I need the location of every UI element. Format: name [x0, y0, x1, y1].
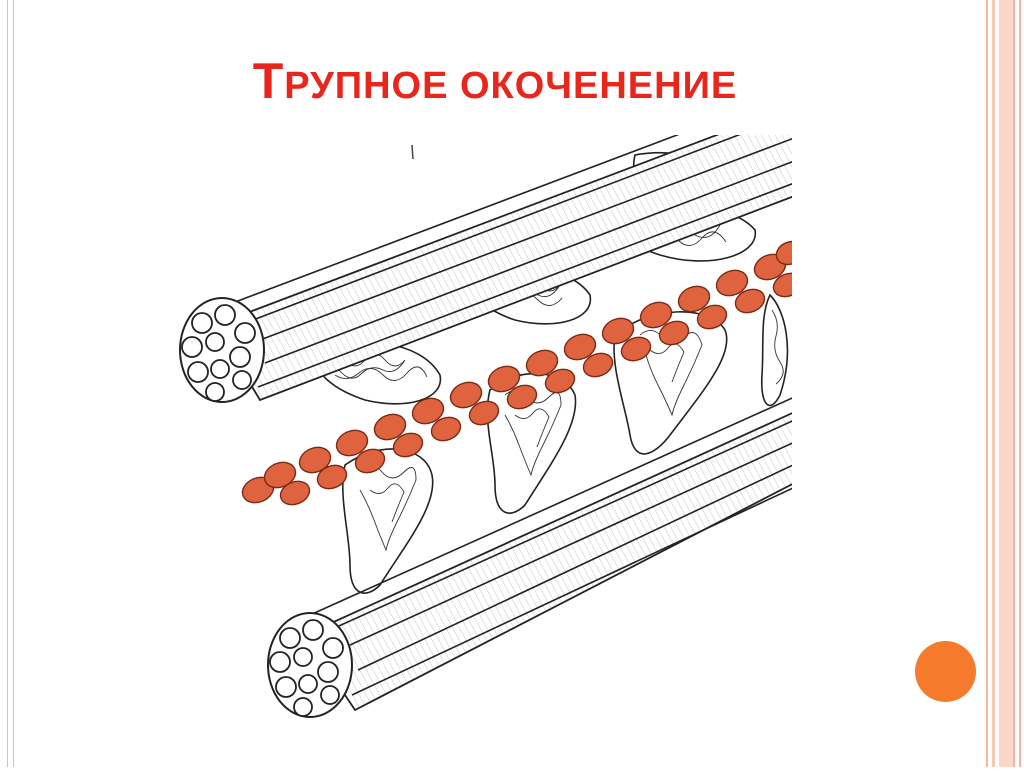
thick-filament-lower-cross-section [269, 619, 344, 717]
thick-filament-lower [267, 397, 792, 718]
thick-filament-upper-cross-section [181, 304, 256, 402]
rigor-mortis-diagram [170, 135, 800, 725]
frame-stripes [986, 0, 1021, 767]
slide-title-first-letter: Т [252, 53, 285, 109]
slide-frame-right [986, 0, 1024, 767]
slide-frame-left [7, 0, 14, 767]
slide-title-rest: РУПНОЕ ОКОЧЕНЕНИЕ [284, 65, 738, 107]
orange-circle-icon [915, 641, 976, 702]
myofilament-illustration [179, 135, 792, 718]
actin-filament [241, 240, 792, 506]
thick-filament-upper [179, 135, 792, 403]
tick-mark [411, 144, 414, 160]
slide-title: ТРУПНОЕ ОКОЧЕНЕНИЕ [0, 52, 990, 110]
